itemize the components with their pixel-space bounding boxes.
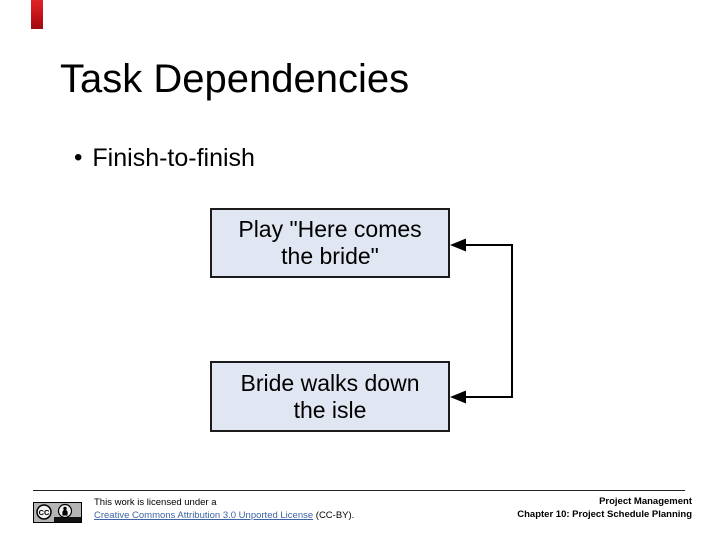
cc-by-badge[interactable]: CC	[33, 502, 82, 523]
footer-course-title: Project Management	[599, 496, 692, 507]
license-link[interactable]: Creative Commons Attribution 3.0 Unporte…	[94, 510, 314, 521]
bookmark-ribbon	[31, 0, 43, 29]
task-box-text-line: Play "Here comes	[238, 216, 422, 242]
cc-by-badge-icon: CC	[33, 502, 82, 523]
footer-divider	[33, 490, 685, 491]
task-box-text-line: the isle	[293, 396, 367, 423]
task-box-text-line: the bride"	[281, 243, 379, 269]
task-box-play-bride: Play "Here comes the bride"	[210, 208, 450, 278]
license-line1: This work is licensed under a	[94, 497, 217, 508]
license-text: This work is licensed under a Creative C…	[94, 496, 354, 522]
arrowhead-into-box1	[450, 238, 466, 252]
footer-attribution: Project Management Chapter 10: Project S…	[517, 496, 692, 521]
license-suffix: (CC-BY).	[313, 510, 355, 521]
license-line2: Creative Commons Attribution 3.0 Unporte…	[94, 509, 354, 522]
task-box-text-line: Bride walks down	[240, 369, 420, 396]
bullet-icon: •	[74, 144, 83, 171]
bullet-text: Finish-to-finish	[92, 144, 255, 172]
bullet-item: • Finish-to-finish	[74, 143, 255, 173]
arrowhead-into-box2	[450, 390, 466, 404]
task-box-bride-walks: Bride walks down the isle	[210, 361, 450, 432]
svg-text:CC: CC	[39, 508, 50, 517]
cc-icon	[36, 504, 52, 520]
footer-chapter-title: Chapter 10: Project Schedule Planning	[517, 508, 692, 520]
page-title: Task Dependencies	[60, 57, 410, 101]
